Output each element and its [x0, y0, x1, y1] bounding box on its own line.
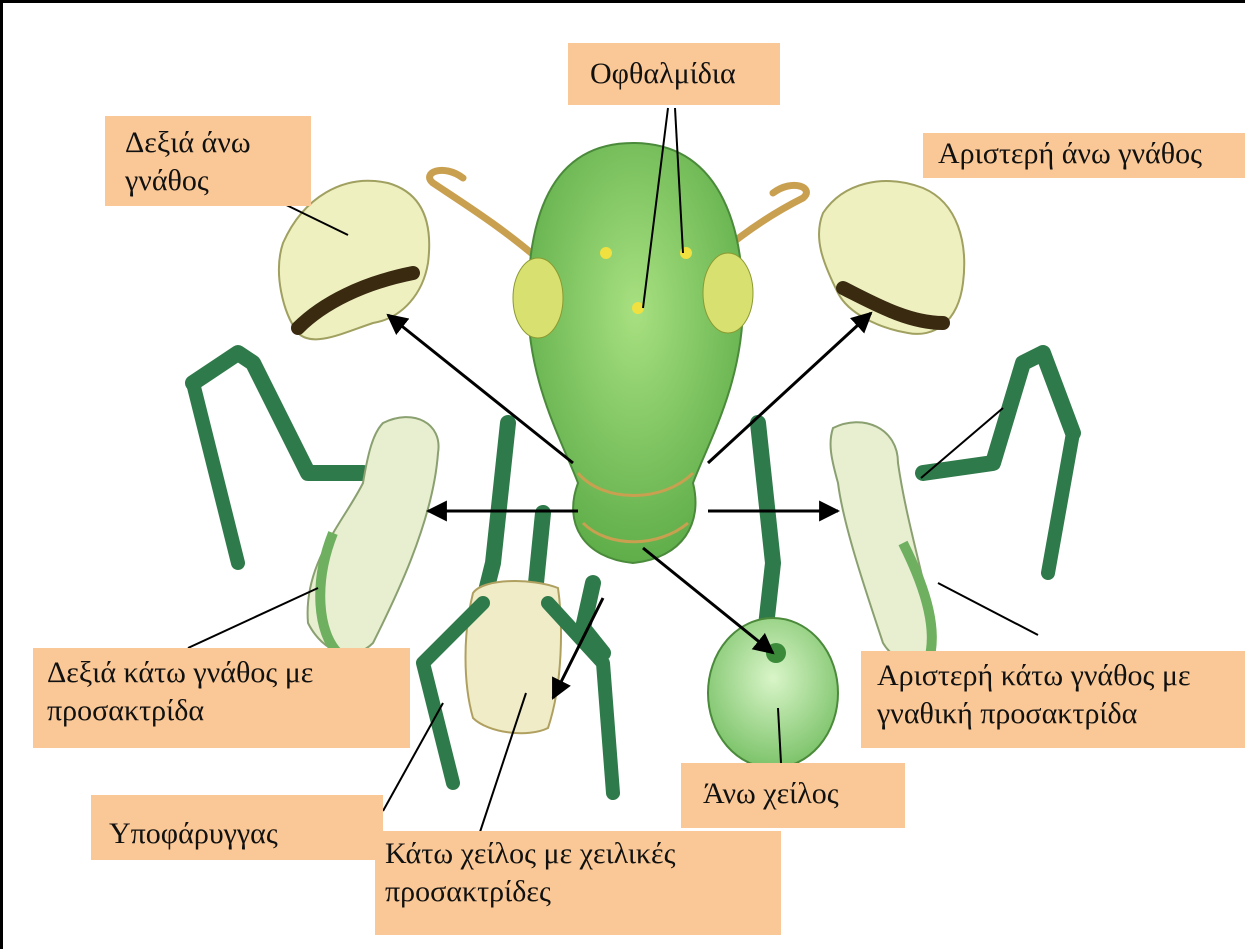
- label-right-mandible-line1: Δεξιά άνω: [125, 124, 311, 162]
- label-right-maxilla-line1: Δεξιά κάτω γνάθος με: [47, 654, 410, 692]
- ocellus-median-icon: [632, 302, 644, 314]
- label-labium: Κάτω χείλος με χειλικές προσακτρίδες: [375, 831, 781, 935]
- right-maxilla: [193, 353, 439, 653]
- label-labium-line2: προσακτρίδες: [385, 873, 781, 911]
- label-right-mandible-line2: γνάθος: [125, 162, 311, 200]
- arrow-to-labrum: [643, 548, 773, 653]
- label-ocelli-text: Οφθαλμίδια: [590, 55, 780, 93]
- left-maxilla: [831, 353, 1073, 663]
- label-left-maxilla-line1: Αριστερή κάτω γνάθος με: [877, 657, 1245, 695]
- label-ocelli: Οφθαλμίδια: [568, 43, 780, 105]
- label-left-maxilla-line2: γναθική προσακτρίδα: [877, 695, 1245, 733]
- label-right-mandible: Δεξιά άνω γνάθος: [105, 116, 311, 206]
- label-right-maxilla-line2: προσακτρίδα: [47, 692, 410, 730]
- label-left-mandible: Αριστερή άνω γνάθος: [923, 133, 1245, 178]
- label-labium-line1: Κάτω χείλος με χειλικές: [385, 835, 781, 873]
- label-hypopharynx: Υποφάρυγγας: [91, 795, 383, 860]
- left-mandible: [819, 181, 964, 334]
- label-right-maxilla: Δεξιά κάτω γνάθος με προσακτρίδα: [33, 648, 410, 748]
- label-labrum: Άνω χείλος: [681, 763, 905, 828]
- ocellus-left-icon: [600, 247, 612, 259]
- label-labrum-text: Άνω χείλος: [703, 775, 905, 813]
- compound-eye-right-icon: [703, 253, 753, 333]
- compound-eye-left-icon: [513, 258, 563, 338]
- label-hypopharynx-text: Υποφάρυγγας: [109, 815, 383, 853]
- labrum: [708, 618, 838, 768]
- label-left-maxilla: Αριστερή κάτω γνάθος με γναθική προσακτρ…: [861, 651, 1245, 748]
- head: [513, 143, 753, 563]
- label-left-mandible-text: Αριστερή άνω γνάθος: [938, 135, 1245, 173]
